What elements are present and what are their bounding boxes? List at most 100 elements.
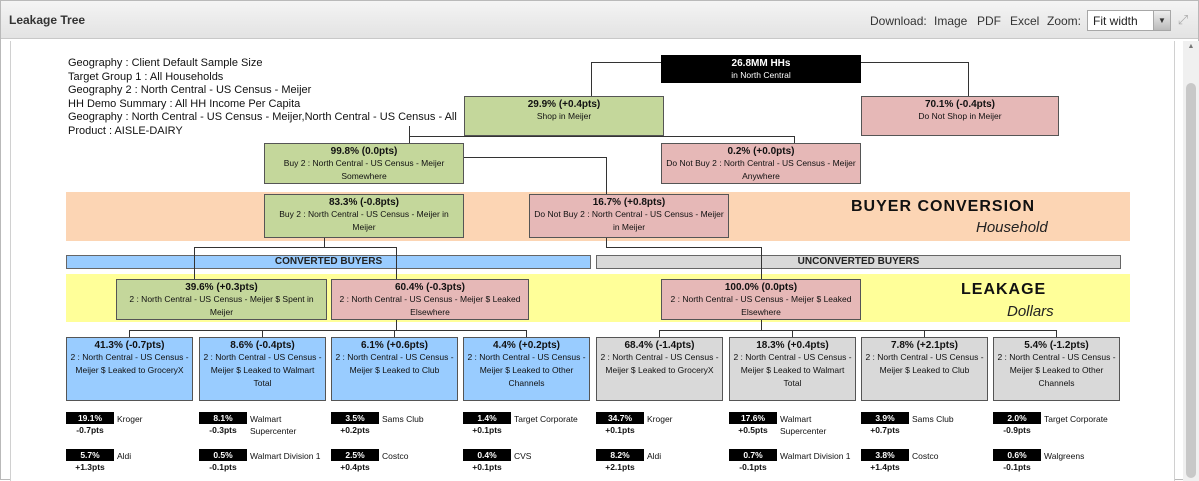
scroll-up-icon[interactable]: ▲ [1187, 43, 1195, 50]
retailer-change: +0.1pts [472, 425, 502, 435]
buy-in-store-node[interactable]: 83.3% (-0.8pts) Buy 2 : North Central - … [264, 194, 464, 238]
retailer-change: +0.4pts [340, 462, 370, 472]
channel-node[interactable]: 5.4% (-1.2pts)2 : North Central - US Cen… [993, 337, 1120, 401]
leaked-unconverted-node[interactable]: 100.0% (0.0pts) 2 : North Central - US C… [661, 279, 861, 320]
retailer-share: 0.5% [199, 449, 247, 461]
retailer-share: 19.1% [66, 412, 114, 424]
retailer-change: -0.1pts [209, 462, 237, 472]
vertical-scrollbar[interactable]: ▲ [1183, 41, 1199, 481]
retailer-change: +1.3pts [75, 462, 105, 472]
connector-line [526, 330, 527, 337]
report-parameter-line: HH Demo Summary : All HH Income Per Capi… [68, 97, 301, 110]
retailer-change: +0.1pts [472, 462, 502, 472]
retailer-share: 8.1% [199, 412, 247, 424]
no-buy-in-store-node[interactable]: 16.7% (+0.8pts) Do Not Buy 2 : North Cen… [529, 194, 729, 238]
no-shop-node[interactable]: 70.1% (-0.4pts) Do Not Shop in Meijer [861, 96, 1059, 136]
channel-node[interactable]: 6.1% (+0.6pts)2 : North Central - US Cen… [331, 337, 458, 401]
buyer-conversion-title: BUYER CONVERSION [851, 198, 1036, 215]
leakage-subtitle: Dollars [1007, 303, 1054, 320]
retailer-name: Kroger [647, 414, 673, 424]
connector-line [396, 247, 397, 280]
buy-somewhere-node[interactable]: 99.8% (0.0pts) Buy 2 : North Central - U… [264, 143, 464, 184]
expand-icon[interactable]: ⤢ [1177, 12, 1189, 27]
connector-line [1056, 330, 1057, 337]
buyer-conversion-subtitle: Household [976, 219, 1048, 236]
retailer-change: -0.3pts [209, 425, 237, 435]
connector-line [129, 330, 130, 337]
retailer-name: Sams Club [912, 414, 954, 424]
retailer-item: 0.5%-0.1pts Walmart Division 1 [199, 449, 329, 479]
report-parameter-line: Geography 2 : North Central - US Census … [68, 84, 312, 96]
zoom-select[interactable]: Fit width ▼ [1087, 10, 1171, 31]
retailer-name: Aldi [117, 451, 132, 461]
zoom-label: Zoom: [1047, 14, 1082, 28]
connector-line [659, 330, 660, 337]
retailer-share: 3.5% [331, 412, 379, 424]
channel-node[interactable]: 8.6% (-0.4pts)2 : North Central - US Cen… [199, 337, 326, 401]
retailer-share: 0.4% [463, 449, 511, 461]
channel-desc: 2 : North Central - US Census - Meijer $… [70, 352, 189, 375]
channel-node[interactable]: 18.3% (+0.4pts)2 : North Central - US Ce… [729, 337, 856, 401]
no-buy-anywhere-node[interactable]: 0.2% (+0.0pts) Do Not Buy 2 : North Cent… [661, 143, 861, 184]
buy-in-store-desc: Buy 2 : North Central - US Census - Meij… [279, 209, 449, 232]
retailer-share: 8.2% [596, 449, 644, 461]
connector-line [129, 330, 526, 331]
retailer-name: Walgreens [1044, 451, 1085, 461]
channel-desc: 2 : North Central - US Census - Meijer $… [865, 352, 984, 375]
shop-desc: Shop in Meijer [536, 111, 592, 121]
report-parameter-line: Geography : Client Default Sample Size [68, 57, 263, 69]
retailer-name: Costco [912, 451, 939, 461]
no-buy-anywhere-value: 0.2% (+0.0pts) [727, 146, 795, 157]
retailer-name: Target Corporate [514, 414, 578, 424]
no-shop-desc: Do Not Shop in Meijer [918, 111, 1002, 121]
download-excel-link[interactable]: Excel [1010, 14, 1040, 28]
retailer-change: -0.1pts [739, 462, 767, 472]
channel-value: 18.3% (+0.4pts) [756, 340, 829, 351]
report-parameter-line: Product : AISLE-DAIRY [68, 124, 183, 137]
connector-line [591, 62, 661, 63]
retailer-name: Walmart Division 1 [250, 451, 321, 461]
connector-line [606, 157, 607, 194]
spent-in-store-node[interactable]: 39.6% (+0.3pts) 2 : North Central - US C… [116, 279, 327, 320]
channel-desc: 2 : North Central - US Census - Meijer $… [997, 352, 1116, 388]
channel-node[interactable]: 4.4% (+0.2pts)2 : North Central - US Cen… [463, 337, 590, 401]
channel-desc: 2 : North Central - US Census - Meijer $… [600, 352, 719, 375]
leaked-converted-desc: 2 : North Central - US Census - Meijer $… [339, 294, 521, 317]
connector-line [262, 330, 263, 337]
shop-node[interactable]: 29.9% (+0.4pts) Shop in Meijer [464, 96, 664, 136]
channel-value: 8.6% (-0.4pts) [230, 340, 295, 351]
connector-line [396, 320, 397, 330]
retailer-share: 0.6% [993, 449, 1041, 461]
retailer-change: -0.9pts [1003, 425, 1031, 435]
title-bar: Leakage Tree Download: Image PDF Excel Z… [1, 1, 1198, 39]
chevron-down-icon[interactable]: ▼ [1153, 11, 1170, 30]
channel-node[interactable]: 68.4% (-1.4pts)2 : North Central - US Ce… [596, 337, 723, 401]
report-parameter-line: Geography : North Central - US Census - … [68, 111, 457, 123]
channel-value: 7.8% (+2.1pts) [891, 340, 958, 351]
channel-desc: 2 : North Central - US Census - Meijer $… [467, 352, 586, 388]
channel-node[interactable]: 7.8% (+2.1pts)2 : North Central - US Cen… [861, 337, 988, 401]
connector-line [968, 62, 969, 96]
root-node[interactable]: 26.8MM HHs in North Central [661, 55, 861, 83]
leaked-converted-node[interactable]: 60.4% (-0.3pts) 2 : North Central - US C… [331, 279, 529, 320]
channel-node[interactable]: 41.3% (-0.7pts)2 : North Central - US Ce… [66, 337, 193, 401]
leaked-unconverted-desc: 2 : North Central - US Census - Meijer $… [670, 294, 852, 317]
channel-value: 68.4% (-1.4pts) [624, 340, 695, 351]
download-label: Download: [870, 14, 927, 28]
no-buy-anywhere-desc: Do Not Buy 2 : North Central - US Census… [666, 158, 856, 181]
download-image-link[interactable]: Image [934, 14, 968, 28]
download-pdf-link[interactable]: PDF [977, 14, 1001, 28]
window-title: Leakage Tree [9, 13, 86, 27]
retailer-share: 3.9% [861, 412, 909, 424]
scrollbar-thumb[interactable] [1186, 83, 1196, 478]
